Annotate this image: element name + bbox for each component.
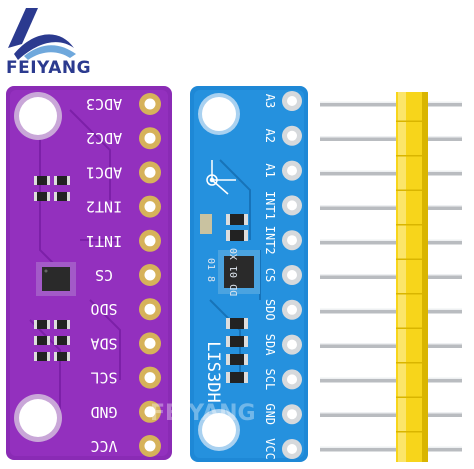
purple-pin-label-adc2: ADC2 bbox=[86, 129, 122, 147]
header-notch bbox=[396, 258, 428, 260]
header-pin-shine bbox=[320, 412, 462, 414]
header-pin-shine bbox=[320, 377, 462, 379]
blue-pin-label-gnd: GND bbox=[263, 403, 277, 425]
blue-pin-hole bbox=[287, 374, 297, 385]
purple-pin-label-gnd: GND bbox=[90, 403, 117, 421]
header-pin-shine bbox=[320, 446, 462, 448]
header-pin-shine bbox=[320, 308, 462, 310]
header-notch bbox=[396, 327, 428, 329]
blue-pin-hole bbox=[287, 409, 297, 420]
blue-pin-hole bbox=[287, 165, 297, 176]
blue-pin-hole bbox=[287, 270, 297, 280]
header-pin-shine bbox=[320, 274, 462, 276]
blue-pin-hole bbox=[287, 235, 297, 246]
header-pin bbox=[320, 101, 462, 107]
header-pin-shine bbox=[320, 170, 462, 172]
blue-pin-hole bbox=[287, 444, 297, 454]
purple-pin-label-cs: CS bbox=[95, 266, 113, 284]
purple-pin-label-scl: SCL bbox=[90, 369, 117, 387]
header-pin bbox=[320, 205, 462, 210]
header-notch bbox=[396, 155, 428, 157]
header-pin bbox=[320, 308, 462, 314]
chip-marking-2: 01 8 bbox=[205, 258, 216, 282]
header-pin-shine bbox=[320, 101, 462, 103]
header-pin bbox=[320, 136, 462, 141]
header-pin bbox=[320, 412, 462, 417]
purple-pin-label-int1: INT1 bbox=[86, 232, 122, 250]
header-notch bbox=[396, 120, 428, 122]
blue-pin-hole bbox=[287, 339, 297, 350]
purple-sensor-chip bbox=[36, 262, 76, 296]
header-pin bbox=[320, 239, 462, 245]
purple-pin-hole bbox=[144, 166, 156, 178]
axis-indicator-icon bbox=[206, 160, 236, 195]
model-label: LIS3DH bbox=[203, 341, 223, 402]
blue-pin-hole bbox=[287, 304, 297, 315]
purple-smd-components bbox=[34, 176, 70, 361]
header-notch bbox=[396, 431, 428, 433]
header-pin bbox=[320, 343, 462, 348]
header-pin bbox=[320, 274, 462, 279]
purple-pin-hole bbox=[144, 372, 156, 384]
purple-pin-label-sda: SDA bbox=[90, 334, 117, 352]
header-pin-shine bbox=[320, 205, 462, 207]
purple-pin-label-sdo: SDO bbox=[90, 300, 117, 318]
purple-pin-label-adc3: ADC3 bbox=[86, 95, 122, 113]
blue-pin-label-a1: A1 bbox=[263, 163, 277, 177]
purple-pin-label-adc1: ADC1 bbox=[86, 163, 122, 181]
brand-logo: FEIYANG bbox=[4, 4, 114, 84]
purple-pin-hole bbox=[144, 132, 156, 144]
blue-pin-label-cs: CS bbox=[263, 268, 277, 282]
brand-name: FEIYANG bbox=[6, 58, 92, 78]
purple-pin-hole bbox=[144, 201, 156, 213]
blue-pin-label-int2: INT2 bbox=[263, 226, 277, 255]
watermark-text: FEIYANG bbox=[150, 401, 256, 426]
purple-pin-hole bbox=[144, 440, 156, 452]
blue-pin-hole bbox=[287, 96, 297, 106]
purple-pin-hole bbox=[144, 235, 156, 247]
header-notch bbox=[396, 362, 428, 364]
blue-pin-label-sda: SDA bbox=[263, 334, 277, 356]
chip-marking-1: DD 01 X0 bbox=[229, 248, 240, 296]
blue-pin-hole bbox=[287, 200, 297, 211]
header-notch bbox=[396, 189, 428, 191]
blue-pin-label-a3: A3 bbox=[263, 94, 277, 108]
header-notch bbox=[396, 293, 428, 295]
purple-pin-hole bbox=[144, 406, 156, 418]
purple-pin-hole bbox=[144, 303, 156, 315]
purple-pin-hole bbox=[144, 269, 156, 281]
blue-pin-hole bbox=[287, 130, 297, 141]
header-pin bbox=[320, 377, 462, 383]
purple-pin-label-int2: INT2 bbox=[86, 198, 122, 216]
purple-pin-hole bbox=[144, 98, 156, 110]
blue-smd-components bbox=[200, 214, 248, 383]
blue-pin-label-a2: A2 bbox=[263, 129, 277, 143]
purple-pin-label-vcc: VCC bbox=[90, 437, 117, 455]
purple-pin-hole bbox=[144, 337, 156, 349]
blue-pin-label-scl: SCL bbox=[263, 369, 277, 391]
header-notch bbox=[396, 224, 428, 226]
header-notch bbox=[396, 396, 428, 398]
pin-header-strip bbox=[320, 92, 462, 462]
header-pin-shine bbox=[320, 343, 462, 345]
header-pin bbox=[320, 170, 462, 176]
brand-wave-icon bbox=[8, 8, 76, 60]
blue-pin-label-int1: INT1 bbox=[263, 191, 277, 220]
header-pin-shine bbox=[320, 239, 462, 241]
blue-pin-label-vcc: VCC bbox=[263, 438, 277, 460]
blue-sensor-chip: DD 01 X0 bbox=[218, 248, 260, 296]
header-pin-shine bbox=[320, 136, 462, 138]
blue-pin-label-sdo: SDO bbox=[263, 299, 277, 321]
header-pin bbox=[320, 446, 462, 452]
